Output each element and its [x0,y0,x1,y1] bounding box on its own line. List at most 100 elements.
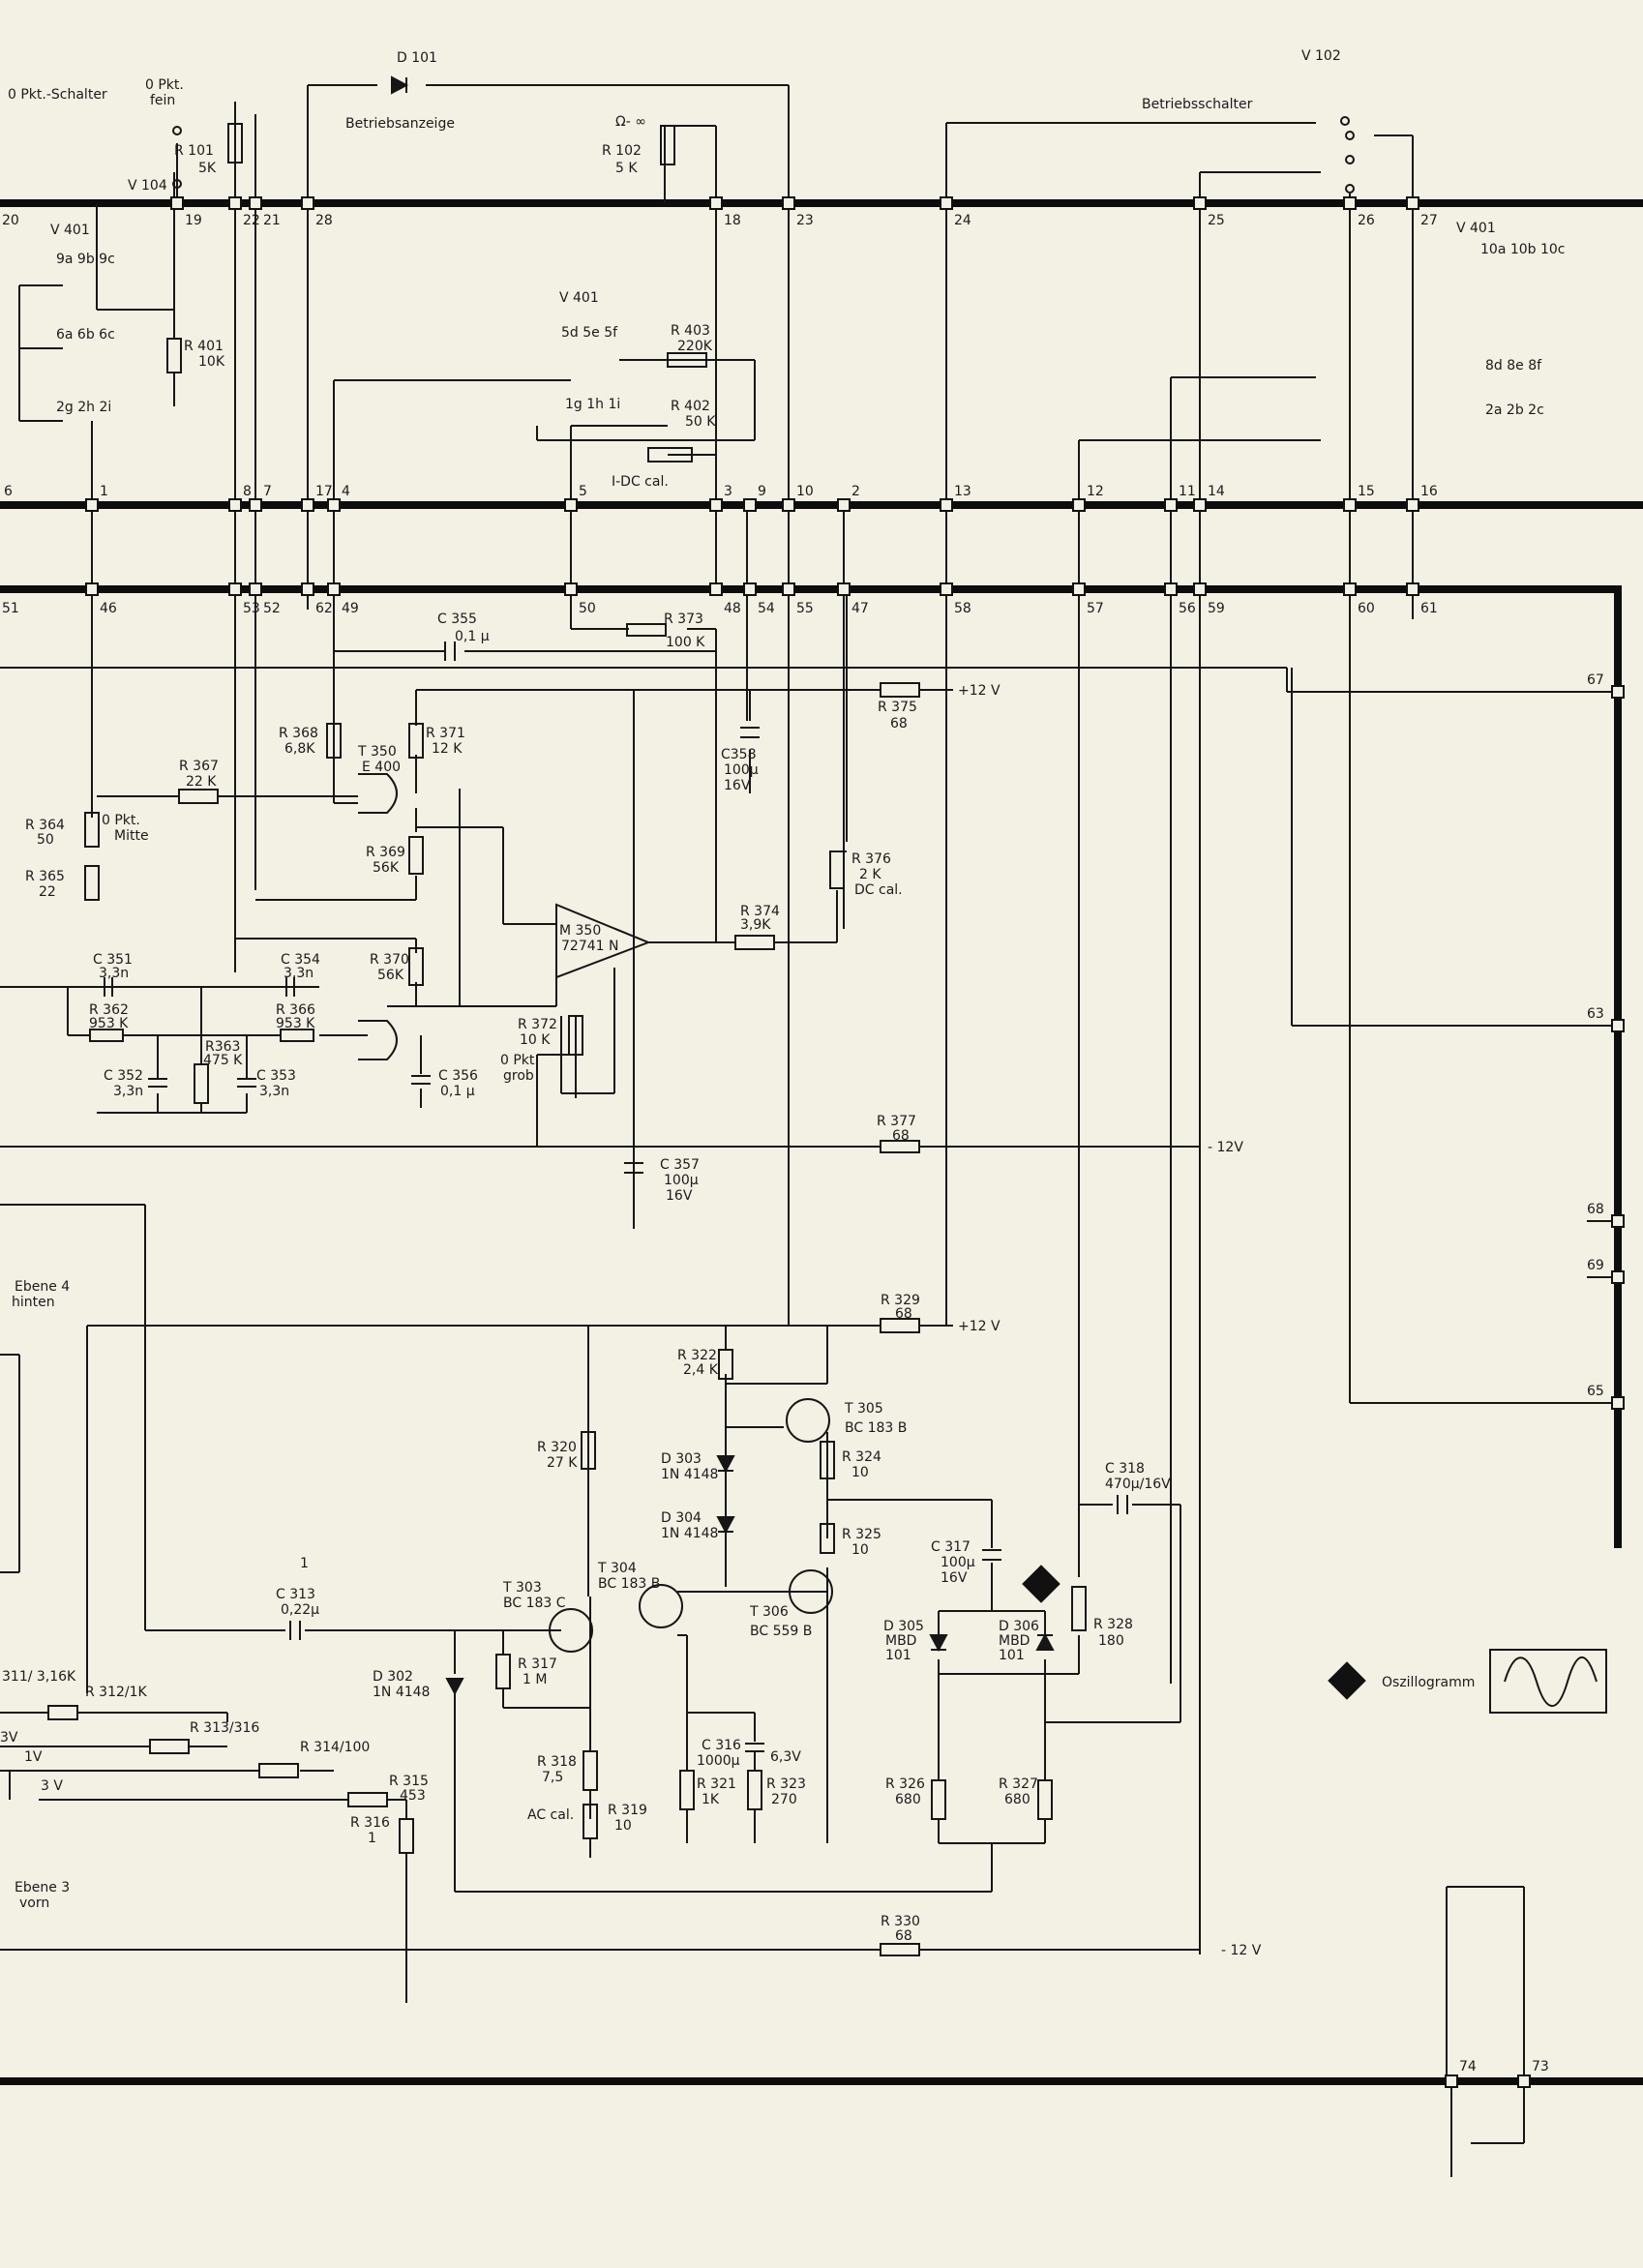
resistor-r373 [626,623,667,637]
label-r323v: 270 [771,1792,797,1807]
label-3vb: 3V [0,1730,18,1746]
pin-pad-48 [709,582,723,596]
label-r371: R 371 [426,726,465,741]
pin-pad-14 [1193,498,1207,512]
label-r401v: 10K [198,354,225,370]
pin-pad-7 [249,498,262,512]
label-v104: V 104 [128,178,167,194]
switch-contact [172,126,182,135]
label-c357w: 16V [666,1188,693,1204]
pin-label-51: 51 [2,601,19,616]
capacitor-c353 [237,1078,256,1088]
label-r311: 311/ 3,16K [2,1669,76,1685]
label-d306: D 306 [999,1619,1039,1634]
pin-pad-73 [1517,2074,1531,2088]
oscillogram-box [1489,1649,1607,1714]
pin-label-61: 61 [1420,601,1438,616]
label-t350: T 350 [357,744,397,760]
pin-pad-13 [940,498,953,512]
label-m12a: - 12V [1208,1140,1243,1155]
label-r316v: 1 [368,1831,376,1846]
resistor-r324 [820,1441,835,1479]
label-c358: C358 [721,747,757,762]
label-r330: R 330 [881,1914,920,1929]
resistor-r403 [667,352,707,368]
resistor-r320 [581,1431,596,1470]
pin-label-6: 6 [4,484,13,499]
label-accal: AC cal. [527,1807,574,1823]
pin-pad-56 [1164,582,1178,596]
pin-label-11: 11 [1179,484,1196,499]
resistor-r376 [829,850,845,889]
label-r373v: 100 K [666,635,705,650]
label-c351: C 351 [93,952,133,968]
diode-d302 [445,1678,464,1696]
label-r320v: 27 K [547,1455,578,1471]
label-v401c: V 401 [1456,221,1496,236]
capacitor-c354 [285,977,295,997]
label-c356: C 356 [438,1068,478,1084]
pin-label-73: 73 [1532,2059,1549,2074]
label-c316: C 316 [702,1738,741,1753]
label-t303v: BC 183 C [503,1596,566,1611]
label-r314: R 314/100 [300,1740,370,1755]
label-r101v: 5K [198,161,217,176]
label-2ghi: 2g 2h 2i [56,400,111,415]
pin-pad-63 [1611,1019,1625,1032]
components [47,75,1607,1956]
label-c353v: 3,3n [259,1084,289,1099]
pin-pad-59 [1193,582,1207,596]
label-r372: R 372 [518,1017,557,1032]
resistor-r371 [408,723,424,759]
label-r402v: 50 K [685,414,716,430]
pin-pad-25 [1193,196,1207,210]
transistor-t306 [789,1569,833,1614]
label-d306w: 101 [999,1648,1025,1663]
pin-pad-24 [940,196,953,210]
label-r324: R 324 [842,1449,881,1465]
label-d305v: MBD [885,1633,916,1649]
label-r367v: 22 K [186,774,217,790]
capacitor-c316 [745,1743,764,1752]
label-r328v: 180 [1098,1633,1124,1649]
pin-pad-5 [564,498,578,512]
label-r319v: 10 [614,1818,632,1834]
label-r329: R 329 [881,1293,920,1308]
label-r102v: 5 K [615,161,638,176]
label-d302v: 1N 4148 [373,1685,430,1700]
label-r329v: 68 [895,1306,912,1322]
label-r376: R 376 [851,851,891,867]
label-r362: R 362 [89,1002,129,1018]
pin-pad-50 [564,582,578,596]
pin-pad-12 [1072,498,1086,512]
capacitor-c357 [624,1162,643,1174]
pin-label-20: 20 [2,213,19,228]
resistor-r313 [149,1739,190,1754]
pin-label-23: 23 [796,213,814,228]
label-1v: 1V [24,1749,43,1765]
label-r315v: 453 [400,1788,426,1804]
pin-pad-58 [940,582,953,596]
pin-pad-53 [228,582,242,596]
label-r377v: 68 [892,1128,910,1144]
label-c313v: 0,22μ [281,1602,319,1618]
pin-label-54: 54 [758,601,775,616]
resistor-r322 [718,1349,733,1380]
diode-d305 [929,1634,948,1653]
pin-pad-17 [301,498,314,512]
label-r367: R 367 [179,759,219,774]
pin-pad-22 [228,196,242,210]
pin-label-60: 60 [1358,601,1375,616]
resistor-r372 [568,1015,583,1056]
label-ebene3: Ebene 3 [15,1880,70,1895]
diode-d303 [716,1455,735,1474]
diode-d306 [1035,1632,1055,1651]
label-c357v: 100μ [664,1173,699,1188]
label-r328: R 328 [1093,1617,1133,1632]
pin-label-5: 5 [579,484,587,499]
label-r320: R 320 [537,1440,577,1455]
label-5def: 5d 5e 5f [561,325,618,341]
label-r403v: 220K [677,339,713,354]
